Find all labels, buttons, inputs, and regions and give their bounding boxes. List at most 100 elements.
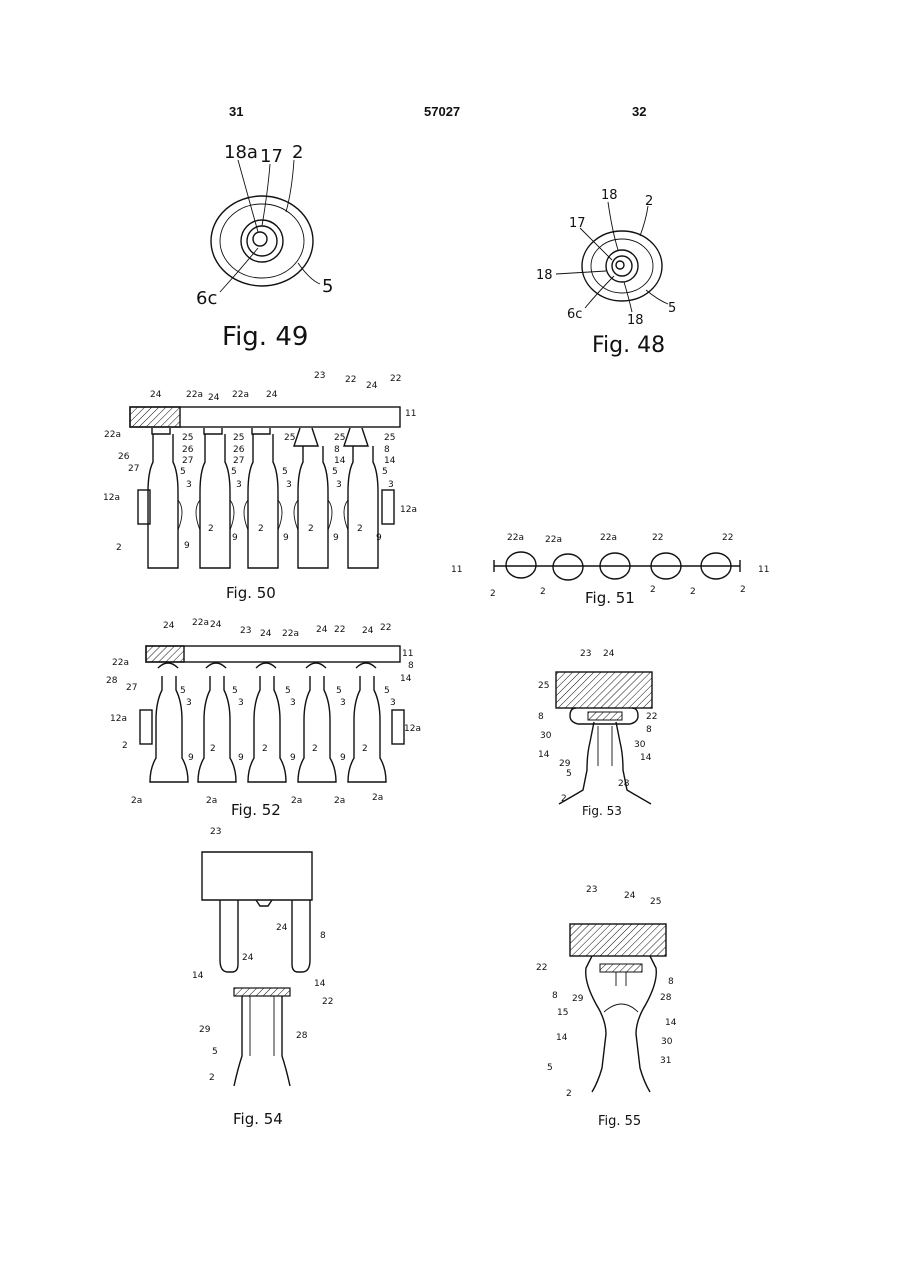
fig52-label-2a-a: 2a <box>131 796 142 806</box>
fig50-drawing: 24 22a 24 22a 24 23 22 24 22 11 22a 25 2… <box>103 371 417 568</box>
fig49-second-ring <box>220 204 304 278</box>
fig50-label-27a: 27 <box>128 464 139 474</box>
fig50-bottle-3 <box>248 428 278 568</box>
fig50-label-25b: 25 <box>233 433 244 443</box>
fig53-label-8a: 8 <box>538 712 544 722</box>
fig48-label-2: 2 <box>645 194 653 209</box>
fig50-label-2c: 2 <box>258 524 264 534</box>
fig53-label-23: 23 <box>580 649 591 659</box>
fig50-label-26b: 26 <box>182 445 194 455</box>
fig48-label-18-left: 18 <box>536 268 553 283</box>
fig52-label-24b: 24 <box>210 620 222 630</box>
fig54-label-14a: 14 <box>192 971 204 981</box>
fig52-label-24c: 24 <box>260 629 272 639</box>
fig52-label-5b: 5 <box>232 686 238 696</box>
fig50-label-2b: 2 <box>208 524 214 534</box>
fig50-bottle-2 <box>200 428 230 568</box>
fig52-label-12a-right: 12a <box>404 724 421 734</box>
fig50-label-3e: 3 <box>388 480 394 490</box>
fig50-label-26c: 26 <box>233 445 245 455</box>
fig50-label-22a-a: 22a <box>186 390 203 400</box>
fig51-label-11-right: 11 <box>758 565 769 575</box>
fig50-label-9a: 9 <box>184 541 190 551</box>
fig50-label-24a: 24 <box>150 390 162 400</box>
fig48-label-6c: 6c <box>567 307 582 322</box>
fig52-label-3c: 3 <box>290 698 296 708</box>
fig52-label-2e: 2 <box>362 744 368 754</box>
fig54-drawing: 23 24 8 24 14 14 22 29 28 5 2 <box>192 827 333 1086</box>
fig50-label-25e: 25 <box>384 433 395 443</box>
fig49-drawing: 18a 17 2 6c 5 <box>196 142 333 309</box>
fig50-label-25d: 25 <box>334 433 345 443</box>
fig50-label-12a-left: 12a <box>103 493 120 503</box>
fig53-label-5: 5 <box>566 769 572 779</box>
fig48-label-5: 5 <box>668 301 676 316</box>
fig53-label-22: 22 <box>646 712 657 722</box>
fig52-label-27: 27 <box>126 683 137 693</box>
fig54-label-28: 28 <box>296 1031 308 1041</box>
fig53-label-14b: 14 <box>640 753 652 763</box>
fig55-label-5: 5 <box>547 1063 553 1073</box>
fig49-label-18a: 18a <box>224 142 258 163</box>
fig53-drawing: 23 24 25 8 22 8 30 30 14 14 29 5 28 2 <box>538 649 657 804</box>
fig52-label-24a: 24 <box>163 621 175 631</box>
fig50-label-5c: 5 <box>282 467 288 477</box>
fig50-label-3c: 3 <box>286 480 292 490</box>
fig50-label-27c: 27 <box>233 456 244 466</box>
fig50-label-3a: 3 <box>186 480 192 490</box>
fig49-label-6c: 6c <box>196 288 217 309</box>
fig55-label-8b: 8 <box>552 991 558 1001</box>
fig55-label-25: 25 <box>650 897 661 907</box>
fig52-label-5e: 5 <box>384 686 390 696</box>
fig52-label-2b: 2 <box>210 744 216 754</box>
fig50-label-25a: 25 <box>182 433 193 443</box>
fig50-label-2a: 2 <box>116 543 122 553</box>
fig52-label-2a-b: 2a <box>206 796 217 806</box>
fig50-label-2d: 2 <box>308 524 314 534</box>
fig50-label-24b: 24 <box>208 393 220 403</box>
fig52-label-8: 8 <box>408 661 414 671</box>
fig52-label-22a-left: 22a <box>112 658 129 668</box>
fig50-label-22a: 22 <box>345 375 356 385</box>
fig52-label-3d: 3 <box>340 698 346 708</box>
fig53-label-30a: 30 <box>540 731 552 741</box>
fig55-label-22: 22 <box>536 963 547 973</box>
fig50-label-24d: 24 <box>366 381 378 391</box>
fig55-label-14b: 14 <box>665 1018 677 1028</box>
fig50-label-24c: 24 <box>266 390 278 400</box>
fig54-label-14b: 14 <box>314 979 326 989</box>
fig50-label-22a-b: 22a <box>232 390 249 400</box>
fig53-label-2: 2 <box>561 794 567 804</box>
fig52-label-2c: 2 <box>262 744 268 754</box>
fig55-label-29: 29 <box>572 994 584 1004</box>
fig50-label-5e: 5 <box>382 467 388 477</box>
fig52-label-5a: 5 <box>180 686 186 696</box>
fig51-label-22a-a: 22a <box>507 533 524 543</box>
fig52-label-9d: 9 <box>340 753 346 763</box>
fig50-label-3b: 3 <box>236 480 242 490</box>
fig50-label-5a: 5 <box>180 467 186 477</box>
fig51-label-2a: 2 <box>490 589 496 599</box>
fig51-label-22b: 22 <box>722 533 733 543</box>
fig51-label-22a: 22 <box>652 533 663 543</box>
fig55-label-14a: 14 <box>556 1033 568 1043</box>
fig51-label-2c: 2 <box>650 585 656 595</box>
fig55-label-28: 28 <box>660 993 672 1003</box>
fig54-label-2: 2 <box>209 1073 215 1083</box>
fig54-label-24b: 24 <box>242 953 254 963</box>
fig50-label-22b: 22 <box>390 374 401 384</box>
fig49-label-17: 17 <box>260 146 283 167</box>
fig55-label-31: 31 <box>660 1056 671 1066</box>
fig50-label-8a: 8 <box>334 445 340 455</box>
fig50-label-9e: 9 <box>376 533 382 543</box>
fig52-label-2a-e: 2a <box>372 793 383 803</box>
fig51-label-2e: 2 <box>740 585 746 595</box>
fig50-label-9b: 9 <box>232 533 238 543</box>
fig55-label-2: 2 <box>566 1089 572 1099</box>
fig50-label-14b: 14 <box>384 456 396 466</box>
fig53-label-30b: 30 <box>634 740 646 750</box>
fig50-label-23: 23 <box>314 371 325 381</box>
fig52-label-12a-left: 12a <box>110 714 127 724</box>
fig49-label-2: 2 <box>292 142 303 163</box>
fig52-label-9c: 9 <box>290 753 296 763</box>
